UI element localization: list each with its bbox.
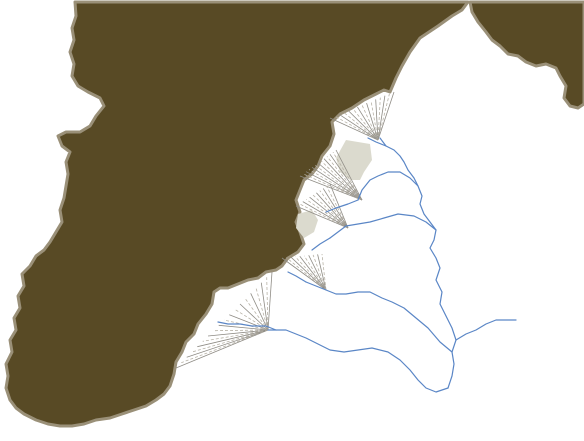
hatch-line	[352, 108, 379, 141]
river-headwater-b	[325, 199, 359, 213]
river-north-tributary	[357, 171, 419, 201]
hatch-line	[317, 162, 363, 201]
hatch-line	[229, 314, 269, 331]
river-lower-branch	[305, 281, 453, 353]
landmass-northeast	[468, 0, 584, 110]
hatch-line	[186, 329, 269, 358]
hatch-line	[329, 183, 349, 229]
river-west-tributary	[217, 321, 277, 331]
hatch-line	[290, 256, 327, 291]
hatch-line	[255, 287, 269, 331]
landmass-main	[4, 0, 470, 428]
hatch-line	[308, 169, 363, 201]
hatch-line	[295, 205, 349, 229]
hatch-line	[338, 113, 379, 141]
hatch-line	[377, 91, 395, 141]
hatch-line	[175, 329, 269, 369]
hatch-line	[323, 158, 363, 201]
river-main-channel	[267, 329, 449, 393]
hatch-line	[361, 104, 379, 141]
hatch-line	[335, 149, 363, 201]
hatch-line	[357, 106, 379, 141]
hatch-line	[329, 117, 379, 141]
hatch-line	[218, 324, 269, 331]
highlighted-catchment-lower	[296, 210, 318, 238]
hatch-line	[326, 156, 363, 201]
hatch-line	[332, 151, 363, 201]
river-upper-branch	[379, 137, 457, 389]
hatch-line	[191, 329, 269, 353]
hatch-line	[319, 190, 349, 229]
river-network	[217, 137, 517, 393]
hatch-line	[312, 194, 349, 229]
hatch-line	[202, 329, 269, 342]
hatch-line	[299, 175, 363, 201]
hatch-line	[366, 102, 379, 141]
highlighted-catchment	[336, 140, 372, 180]
hatch-line	[309, 196, 349, 229]
hatch-line	[305, 199, 349, 229]
hatch-line	[377, 93, 390, 141]
hatch-line	[316, 192, 349, 229]
hatch-line	[260, 282, 269, 331]
hatch-line	[334, 115, 379, 141]
hatch-line	[302, 173, 363, 201]
hatch-line	[181, 329, 269, 364]
hatch-line	[329, 154, 363, 201]
hatch-line	[303, 255, 327, 291]
hatch-line	[281, 257, 327, 291]
hatch-line	[370, 101, 379, 141]
hatch-line	[197, 329, 269, 348]
river-headwater-a	[367, 137, 387, 147]
hatch-line	[299, 255, 327, 291]
hatch-line	[299, 203, 349, 229]
hatch-line	[348, 110, 379, 141]
river-east-arm	[455, 319, 517, 341]
hatch-line	[321, 253, 327, 291]
hatch-line	[343, 112, 379, 141]
hatch-line	[207, 329, 269, 337]
hatch-line	[377, 95, 386, 141]
hatch-line	[302, 201, 349, 229]
hatch-line	[320, 160, 363, 201]
river-headwater-d	[287, 271, 307, 283]
hatch-line	[267, 271, 273, 331]
hatch-line	[377, 97, 381, 141]
hatch-line	[311, 166, 363, 201]
hatch-line	[308, 255, 327, 291]
hatch-line	[266, 277, 269, 331]
hatch-line	[250, 293, 269, 331]
hatch-line	[213, 329, 269, 332]
river-middle-branch	[329, 213, 437, 239]
hatch-line	[295, 256, 327, 291]
hatch-line	[305, 171, 363, 201]
river-headwater-c	[311, 237, 331, 251]
hatch-line	[286, 257, 327, 291]
hatch-line	[375, 99, 379, 141]
hatch-line	[317, 254, 327, 291]
hatch-line	[244, 298, 269, 331]
hatch-line	[326, 186, 349, 229]
hatch-line	[312, 254, 327, 291]
